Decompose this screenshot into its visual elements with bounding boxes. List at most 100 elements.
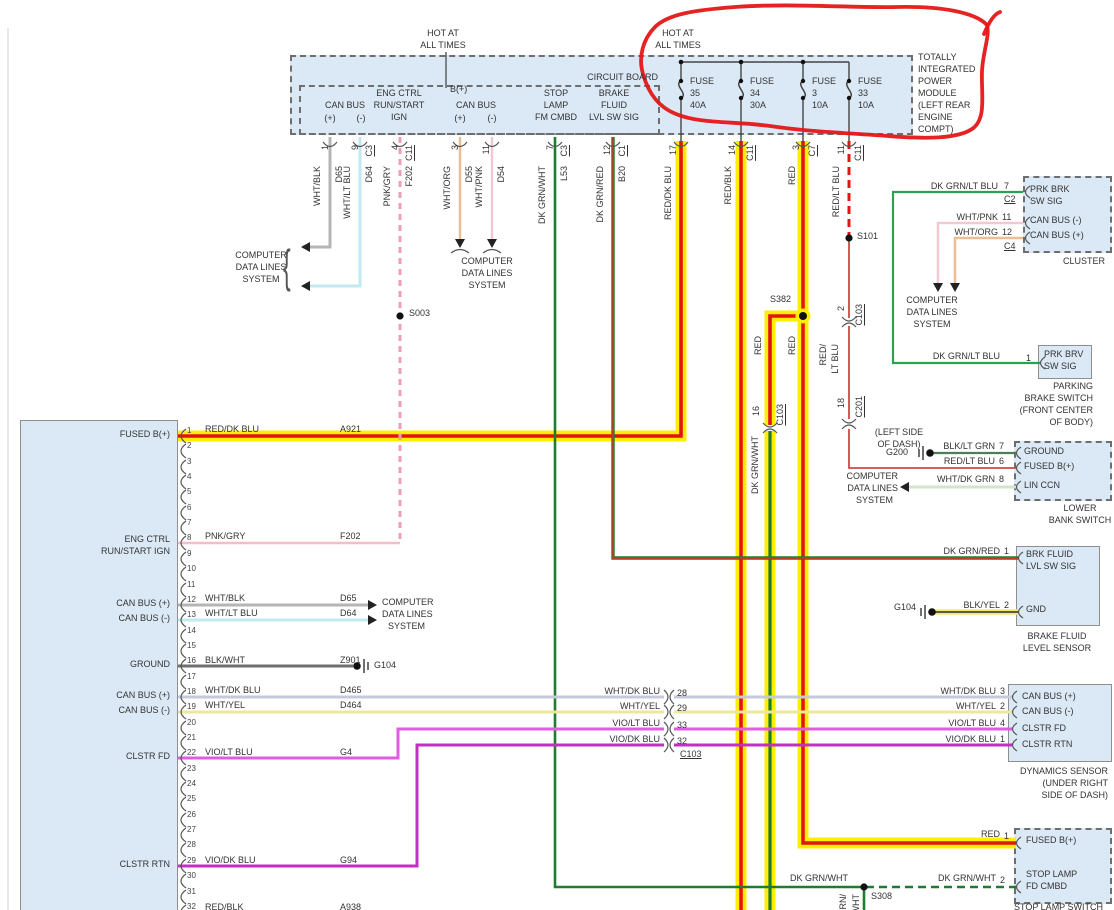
diagram-text: BRK FLUID [1026, 549, 1074, 559]
diagram-text: VIO/DK BLU [945, 734, 996, 744]
connector-bracket [1011, 690, 1018, 704]
diagram-text: 2 [1004, 600, 1010, 610]
diagram-text: RUN/START IGN [100, 546, 170, 556]
data-lines-arrow-icon [368, 615, 377, 625]
diagram-text: 11 [836, 145, 846, 155]
connector-bracket [180, 612, 187, 628]
diagram-text: CAN BUS [324, 100, 366, 110]
diagram-text: SYSTEM [242, 274, 280, 284]
connector-bracket [180, 443, 187, 459]
diagram-text: SYSTEM [388, 621, 426, 631]
diagram-text: WHT/BLK [205, 593, 246, 603]
diagram-text: CIRCUIT BOARD [587, 72, 658, 82]
diagram-text: 35 [690, 88, 701, 98]
connector-bracket [180, 689, 187, 705]
connector-bracket [1011, 705, 1018, 719]
diagram-text: COMPUTER [235, 250, 287, 260]
diagram-text: LEVEL SENSOR [1022, 643, 1092, 653]
connector-bracket [547, 141, 563, 148]
junction-dot [738, 78, 744, 84]
connector-bracket [180, 535, 187, 551]
diagram-text: FUSE [858, 76, 883, 86]
left-module-pin-number: 11 [187, 580, 196, 589]
diagram-text: D54 [496, 166, 506, 183]
diagram-text: D464 [340, 700, 362, 710]
diagram-text: C11 [745, 145, 755, 161]
diagram-text: ENGINE [918, 112, 953, 122]
diagram-text: 30A [750, 100, 767, 110]
diagram-text: 1 [320, 145, 330, 151]
diagram-text: CLSTR FD [125, 751, 170, 761]
diagram-text: WHT/YEL [619, 701, 660, 711]
left-module-pin-number: 26 [187, 810, 196, 819]
diagram-text: RED/BLK [205, 902, 244, 910]
diagram-text: BRAKE [598, 88, 630, 98]
diagram-text: D64 [340, 608, 357, 618]
cluster-box [1023, 176, 1112, 253]
diagram-text: C1 [617, 145, 627, 157]
left-module-pin-number: 14 [187, 626, 196, 635]
splice-s308-label: S308 [871, 891, 893, 901]
connector-bracket [733, 141, 749, 148]
left-module-pin-number: 6 [187, 503, 192, 512]
left-module-pin-number: 18 [187, 687, 196, 696]
junction-dot [738, 59, 744, 65]
connector-bracket [180, 858, 187, 874]
data-lines-arrow-icon [368, 600, 377, 610]
diagram-text: DK GRN/RED [595, 166, 605, 223]
diagram-text: ALL TIMES [420, 40, 466, 50]
connector-bracket [180, 904, 187, 910]
ground-g104-left-icon [353, 662, 361, 670]
stop-lamp-switch-box [1014, 828, 1112, 904]
diagram-text: 29 [677, 703, 688, 713]
connector-bracket [322, 141, 338, 148]
diagram-text: COMPUTER [846, 471, 899, 481]
connector-bracket [841, 424, 857, 430]
diagram-text: COMPUTER [906, 295, 958, 305]
diagram-text: PRK BRK [1030, 184, 1070, 194]
hand-drawn-red-circle-tail [982, 10, 1002, 36]
diagram-text: SYSTEM [468, 280, 506, 290]
diagram-text: PNK/GRY [382, 166, 392, 207]
diagram-text: CLSTR RTN [119, 859, 170, 869]
connector-bracket [1011, 722, 1018, 736]
diagram-text: WHT/PNK [474, 166, 484, 208]
ground-g104-right-label: G104 [893, 602, 916, 612]
diagram-text: BANK SWITCH [1048, 515, 1112, 525]
cluster-wht-pnk [936, 221, 1023, 285]
diagram-text: 2 [836, 306, 846, 312]
connector-bracket [180, 781, 187, 797]
connector-bracket [180, 720, 187, 736]
connector-bracket [1024, 231, 1031, 245]
red-wire-fuse3 [801, 141, 1016, 845]
left-module-pin-number: 13 [187, 610, 196, 619]
diagram-text: D65 [340, 593, 357, 603]
wht-blk-top [303, 137, 332, 249]
diagram-text: COMPUTER [382, 597, 434, 607]
diagram-text: ENG CTRL [376, 88, 422, 98]
diagram-text: 12 [602, 145, 612, 156]
diagram-text: BLK/WHT [205, 655, 246, 665]
left-module-pin-number: 1 [187, 426, 192, 435]
connector-bracket [180, 643, 187, 659]
diagram-text: SW SIG [1030, 196, 1063, 206]
diagram-text: WHT/YEL [955, 701, 996, 711]
diagram-text: RED/DK BLU [663, 166, 673, 221]
diagram-text: CLSTR RTN [1022, 739, 1073, 749]
connector-bracket [180, 674, 187, 690]
connector-bracket [180, 551, 187, 567]
junction-dot [800, 59, 806, 65]
diagram-text: DATA LINES [382, 609, 433, 619]
connector-bracket [352, 141, 368, 148]
connector-bracket [669, 689, 675, 705]
connector-bracket [1015, 461, 1022, 475]
connector-bracket [180, 704, 187, 720]
diagram-text: LT BLU [830, 344, 840, 374]
diagram-text: CLSTR FD [1022, 723, 1067, 733]
connector-bracket [663, 721, 669, 737]
junction-dot [800, 78, 806, 84]
diagram-text: CAN BUS [455, 100, 497, 110]
diagram-text: 1 [1000, 734, 1006, 744]
data-lines-arrow-icon [455, 239, 465, 248]
diagram-text: RED/DK BLU [205, 424, 260, 434]
